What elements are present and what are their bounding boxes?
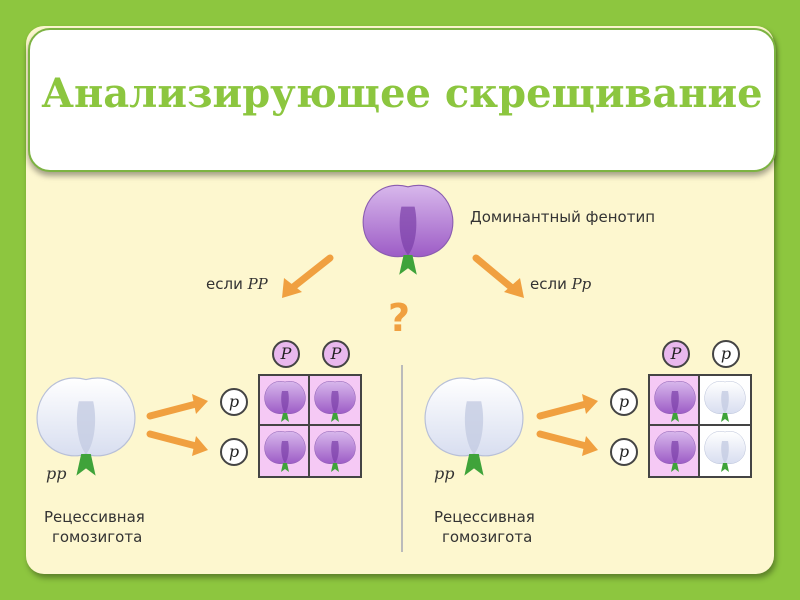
white-flower-icon bbox=[704, 381, 746, 423]
right-recessive-line1: Рецессивная bbox=[434, 508, 535, 526]
left-branch-genotype: PP bbox=[247, 275, 268, 293]
left-arrow-lower-icon bbox=[146, 430, 208, 456]
right-recessive-line2: гомозигота bbox=[442, 528, 533, 546]
right-punnett-grid bbox=[648, 374, 752, 478]
dominant-flower-icon bbox=[362, 184, 454, 276]
question-mark: ? bbox=[388, 296, 411, 340]
page-title: Анализирующее скрещивание bbox=[41, 70, 763, 117]
right-cell-1-2 bbox=[700, 376, 750, 426]
right-branch-label: если Pp bbox=[530, 275, 591, 293]
left-gamete-top-2: P bbox=[322, 340, 350, 368]
left-cell-2-1 bbox=[260, 426, 310, 476]
left-cell-2-2 bbox=[310, 426, 360, 476]
dominant-phenotype-label: Доминантный фенотип bbox=[470, 208, 656, 226]
right-cell-1-1 bbox=[650, 376, 700, 426]
left-recessive-flower-icon bbox=[36, 377, 136, 477]
left-cell-1-2 bbox=[310, 376, 360, 426]
right-arrow-lower-icon bbox=[536, 430, 598, 456]
left-cell-1-1 bbox=[260, 376, 310, 426]
purple-flower-icon bbox=[654, 381, 696, 423]
left-gamete-side-2: p bbox=[220, 438, 248, 466]
white-flower-icon bbox=[704, 431, 746, 473]
left-gamete-top-1: P bbox=[272, 340, 300, 368]
left-recessive-genotype: pp bbox=[46, 464, 67, 483]
right-gamete-top-2: p bbox=[712, 340, 740, 368]
right-branch-genotype: Pp bbox=[571, 275, 592, 293]
right-arrow-upper-icon bbox=[536, 394, 598, 420]
title-box: Анализирующее скрещивание bbox=[28, 28, 776, 172]
left-recessive-line2: гомозигота bbox=[52, 528, 143, 546]
purple-flower-icon bbox=[264, 381, 306, 423]
right-recessive-flower-icon bbox=[424, 377, 524, 477]
left-gamete-side-1: p bbox=[220, 388, 248, 416]
right-branch-prefix: если bbox=[530, 275, 567, 293]
right-gamete-top-1: P bbox=[662, 340, 690, 368]
purple-flower-icon bbox=[654, 431, 696, 473]
right-cell-2-2 bbox=[700, 426, 750, 476]
right-recessive-genotype: pp bbox=[434, 464, 455, 483]
left-punnett-grid bbox=[258, 374, 362, 478]
arrow-right-branch-icon bbox=[472, 254, 524, 298]
right-gamete-side-1: p bbox=[610, 388, 638, 416]
right-cell-2-1 bbox=[650, 426, 700, 476]
left-branch-prefix: если bbox=[206, 275, 243, 293]
left-arrow-upper-icon bbox=[146, 394, 208, 420]
right-gamete-side-2: p bbox=[610, 438, 638, 466]
arrow-left-branch-icon bbox=[282, 254, 334, 298]
left-recessive-line1: Рецессивная bbox=[44, 508, 145, 526]
purple-flower-icon bbox=[264, 431, 306, 473]
purple-flower-icon bbox=[314, 381, 356, 423]
purple-flower-icon bbox=[314, 431, 356, 473]
left-branch-label: если PP bbox=[206, 275, 268, 293]
